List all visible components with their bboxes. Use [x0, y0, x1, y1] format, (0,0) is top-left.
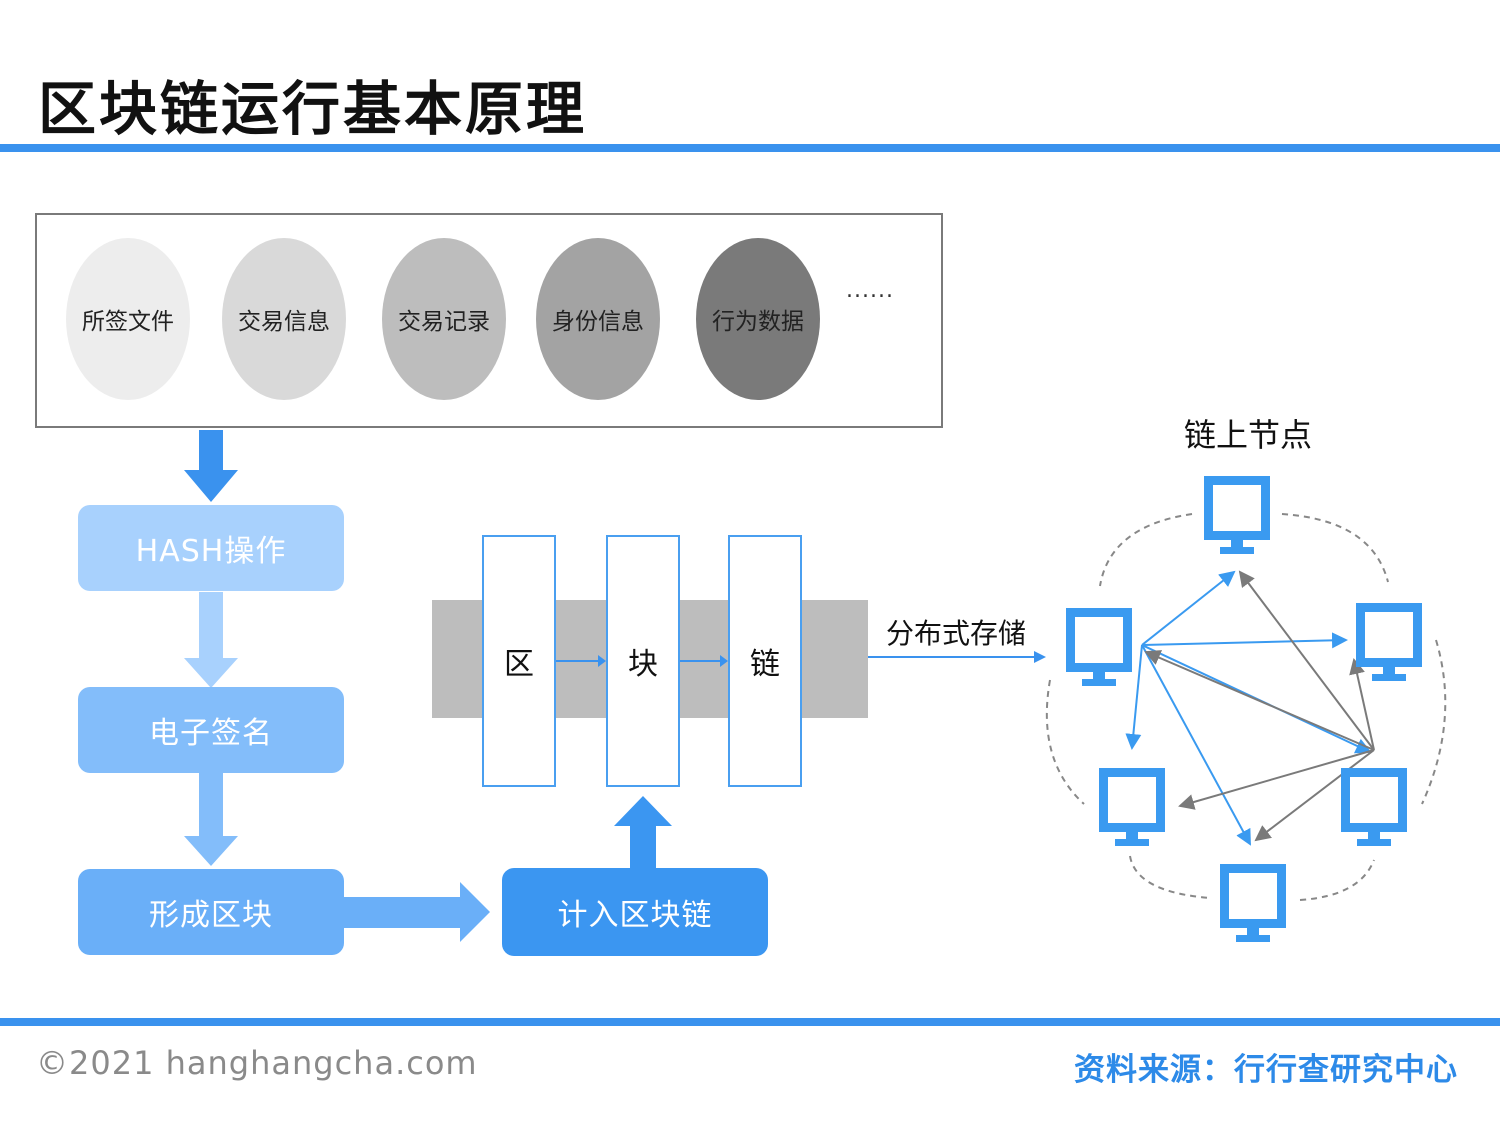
data-item-label: 交易信息: [238, 309, 330, 335]
form-block-step: 形成区块: [78, 869, 344, 955]
arrow-up-to-blocks: [614, 796, 672, 868]
node-ring: [1045, 513, 1447, 901]
hash-step: HASH操作: [78, 505, 344, 591]
data-item: 所签文件: [66, 238, 190, 400]
hash-step-label: HASH操作: [135, 534, 287, 569]
monitor-icon: [1220, 864, 1286, 942]
arrow-down-1: [184, 430, 238, 502]
chain-link-1-head: [598, 655, 606, 667]
storage-arrow-head: [1034, 651, 1046, 663]
monitor-icon: [1204, 476, 1270, 554]
add-to-chain-step: 计入区块链: [502, 868, 768, 956]
edge: [1141, 632, 1348, 649]
distributed-storage-label: 分布式存储: [886, 617, 1027, 650]
data-sources-box: [35, 213, 943, 428]
chain-box-label: 块: [628, 647, 658, 682]
signature-step: 电子签名: [78, 687, 344, 773]
edge: [1125, 644, 1143, 750]
monitor-icon: [1356, 603, 1422, 681]
monitor-icon: [1341, 768, 1407, 846]
data-item-label: 所签文件: [82, 309, 174, 335]
edge: [1144, 650, 1375, 751]
add-to-chain-label: 计入区块链: [557, 898, 713, 933]
chain-box-qu: 区: [482, 535, 556, 787]
edge: [1178, 749, 1375, 810]
header-divider: [0, 144, 1500, 152]
arrow-right-to-chain: [344, 882, 490, 942]
source-note: 资料来源：行行查研究中心: [1074, 1052, 1458, 1088]
monitor-icon: [1099, 768, 1165, 846]
data-more: ......: [846, 278, 894, 303]
edge: [1349, 658, 1375, 751]
data-item-label: 交易记录: [398, 309, 490, 335]
arrow-down-2: [184, 592, 238, 688]
chain-box-label: 区: [504, 647, 534, 682]
edge: [1254, 749, 1375, 842]
chain-box-kuai: 块: [606, 535, 680, 787]
arrow-down-3: [184, 773, 238, 866]
data-item-label: 身份信息: [552, 309, 644, 335]
data-item: 交易记录: [382, 238, 506, 400]
edge: [1238, 570, 1375, 751]
chain-box-lian: 链: [728, 535, 802, 787]
form-block-step-label: 形成区块: [149, 898, 273, 933]
page-title: 区块链运行基本原理: [38, 75, 588, 143]
signature-step-label: 电子签名: [149, 716, 273, 751]
chain-box-label: 链: [750, 647, 780, 682]
edge: [1141, 570, 1236, 646]
data-item: 交易信息: [222, 238, 346, 400]
copyright: ©2021 hanghangcha.com: [36, 1044, 478, 1082]
footer-divider: [0, 1018, 1500, 1026]
data-item-label: 行为数据: [712, 309, 804, 335]
nodes-title: 链上节点: [1184, 416, 1313, 454]
monitor-icon: [1066, 608, 1132, 686]
data-item: 行为数据: [696, 238, 820, 400]
data-item: 身份信息: [536, 238, 660, 400]
chain-link-2-head: [720, 655, 728, 667]
edge: [1141, 644, 1251, 846]
